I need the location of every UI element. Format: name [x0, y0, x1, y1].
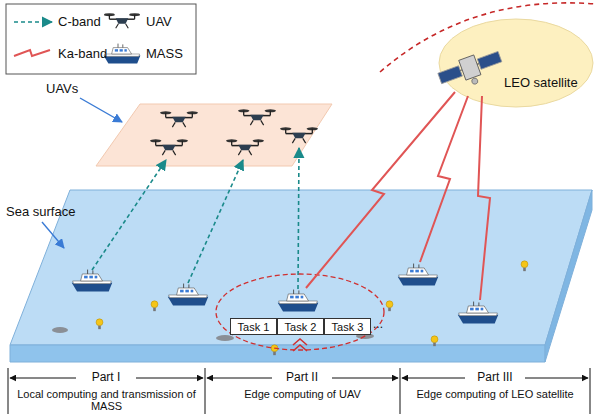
free-label: Edge computing of LEO satellite [400, 388, 590, 400]
legend-text: C-band [58, 15, 101, 29]
legend-text: Ka-band [58, 47, 107, 61]
uav-plane [96, 104, 332, 166]
sea-side [545, 190, 592, 362]
c-band-sample [14, 21, 52, 23]
free-label: Edge computing of UAV [205, 388, 400, 400]
uav-icon [226, 139, 264, 155]
ka-band-link [306, 92, 455, 288]
mass-icon [72, 270, 112, 292]
sensor-buoy [271, 345, 278, 355]
legend-text: MASS [146, 47, 183, 61]
uavs-pointer [80, 98, 122, 122]
free-label: Local computing and transmission of MASS [8, 388, 205, 412]
mass-icon [168, 284, 208, 306]
free-label: ... [373, 318, 397, 331]
node-text: Task 2 [285, 321, 317, 333]
free-label: Part II [272, 371, 332, 384]
task-box: Task 1 [230, 318, 277, 335]
part-tick [590, 368, 591, 414]
dolphin [216, 335, 234, 341]
legend-text: UAV [146, 15, 172, 29]
ka-band-link [420, 96, 468, 262]
part-tick [400, 368, 401, 414]
free-label: Sea surface [6, 205, 96, 219]
sensor-buoy [151, 301, 158, 311]
sensor-buoy [521, 261, 528, 271]
free-label: UAVs [46, 82, 106, 96]
ellipse-outline [439, 19, 593, 107]
uav-sample [104, 13, 140, 28]
sensor-buoy [431, 336, 438, 346]
c-band-link [298, 148, 299, 289]
sensor-buoy [96, 319, 103, 329]
legend-frame [6, 4, 196, 74]
node-text: Task 3 [332, 321, 364, 333]
mass-icon [458, 302, 498, 324]
part-tick [8, 368, 9, 414]
c-band-link [188, 160, 243, 283]
c-band-link [92, 160, 166, 270]
upload-chevron [293, 339, 307, 351]
orbit-arc [380, 3, 596, 72]
sea-top [10, 190, 592, 345]
ka-band-sample [14, 50, 50, 56]
node-text: LEO satellite [504, 76, 578, 90]
satellite-icon [436, 47, 506, 95]
satellite-zone: LEO satellite [438, 18, 594, 108]
sea-pointer [42, 222, 64, 248]
ka-band-link [478, 96, 490, 300]
task-cluster-ring [216, 274, 384, 350]
ellipse-shape [438, 18, 594, 108]
mass-sample [104, 44, 141, 64]
free-label: Part III [465, 371, 525, 384]
node-text: Task 1 [238, 321, 270, 333]
mass-icon [278, 290, 318, 312]
uav-icon [150, 139, 188, 155]
task-box: Task 3 [324, 318, 371, 335]
dolphin [52, 327, 68, 333]
mass-icon [398, 264, 438, 286]
uav-icon [238, 109, 276, 125]
task-box: Task 2 [277, 318, 324, 335]
free-label: Part I [76, 371, 136, 384]
uav-icon [280, 127, 318, 143]
sea-front [10, 345, 545, 362]
uav-icon [160, 111, 198, 127]
part-tick [205, 368, 206, 414]
sensor-buoy [386, 301, 393, 311]
